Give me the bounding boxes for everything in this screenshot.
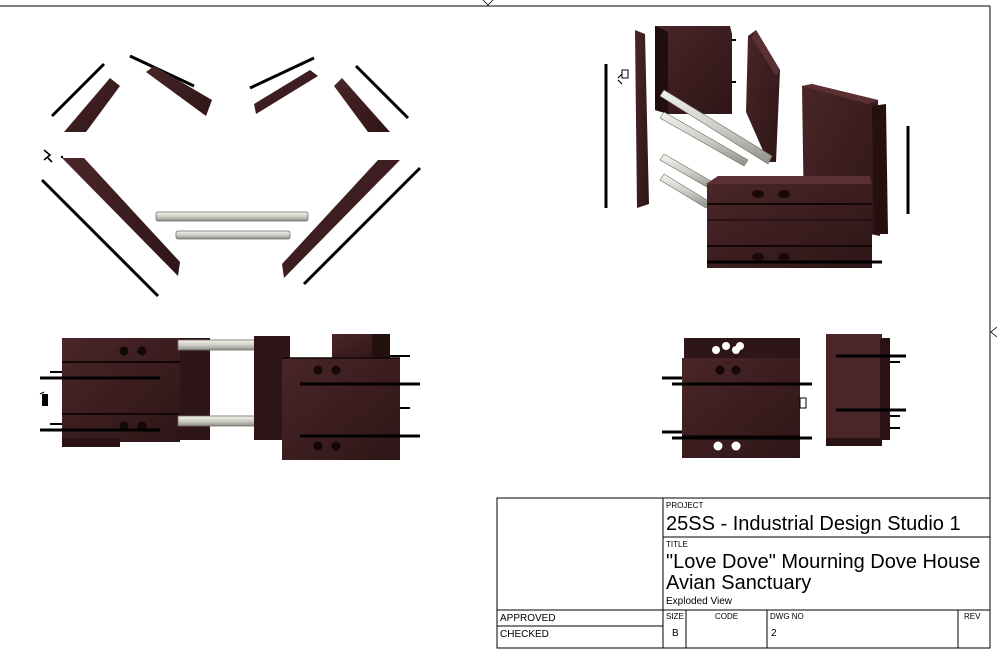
rev-label: REV: [964, 612, 981, 621]
dwg-no-value: 2: [771, 628, 777, 639]
view-isometric-exploded: [604, 26, 910, 268]
view-front-elevation: [662, 334, 906, 458]
view-side-elevation: [39, 334, 420, 460]
drawing-title-line1: "Love Dove" Mourning Dove House: [666, 551, 981, 573]
drawing-subtitle: Exploded View: [666, 596, 732, 607]
project-label: PROJECT: [666, 501, 704, 510]
size-value: B: [672, 628, 679, 639]
title-block-frame: [496, 497, 991, 649]
axis-triad-icon: [39, 391, 48, 406]
axis-triad-icon: [43, 149, 64, 163]
axis-triad-icon: [617, 69, 629, 85]
size-label: SIZE: [666, 612, 684, 621]
axis-triad-icon: [799, 397, 807, 409]
title-label: TITLE: [666, 540, 688, 549]
approved-label: APPROVED: [500, 613, 556, 624]
view-exploded-panels: [40, 54, 422, 298]
checked-label: CHECKED: [500, 629, 549, 640]
project-name: 25SS - Industrial Design Studio 1: [666, 513, 961, 535]
drawing-title-line2: Avian Sanctuary: [666, 572, 812, 594]
dwg-no-label: DWG NO: [770, 612, 804, 621]
code-label: CODE: [715, 612, 739, 621]
